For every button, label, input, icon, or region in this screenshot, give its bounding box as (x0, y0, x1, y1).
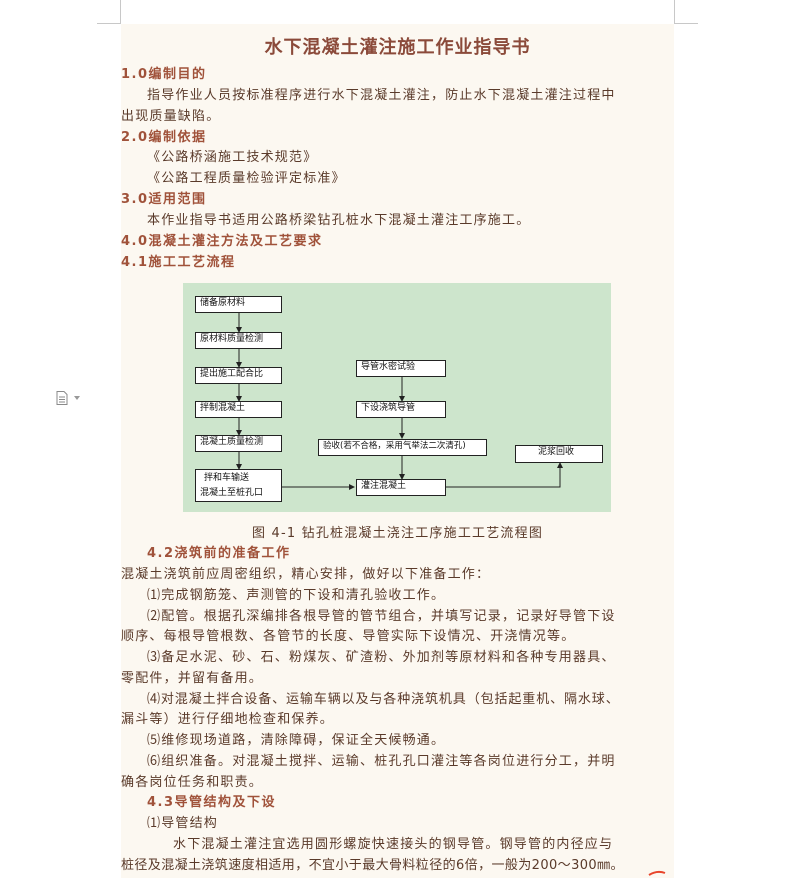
reference-item: 《公路桥涵施工技术规范》 (147, 150, 318, 165)
flow-box-install-tremie: 下设浇筑导管 (356, 401, 446, 418)
red-mark-icon (648, 870, 666, 876)
flow-box-concrete-inspection: 混凝土质量检测 (195, 435, 282, 452)
page-corner-mark-top-right-v (674, 0, 675, 24)
section-heading-4: 4.0混凝土灌注方法及工艺要求 (121, 234, 323, 249)
flow-box-watertight-test: 导管水密试验 (356, 360, 446, 377)
paragraph-line: 混凝土浇筑前应周密组织，精心安排，做好以下准备工作： (121, 567, 491, 582)
page-corner-mark-top-left-v (120, 0, 121, 24)
flow-box-transport: 拌和车输送 混凝土至桩孔口 (195, 469, 282, 502)
list-item-continuation: 零配件，并留有备用。 (121, 671, 264, 686)
flow-box-mix-concrete: 拌制混凝土 (195, 401, 282, 418)
flowchart-connectors (236, 313, 563, 490)
flow-box-transport-line1: 拌和车输送 (204, 473, 250, 483)
flow-box-mix-proportion: 提出施工配合比 (195, 367, 282, 384)
document-page: 水下混凝土灌注施工作业指导书 1.0编制目的 指导作业人员按标准程序进行水下混凝… (121, 24, 674, 878)
section-heading-2: 2.0编制依据 (121, 130, 207, 145)
page-corner-mark-top-right-h (674, 23, 698, 24)
document-outline-icon[interactable] (56, 391, 68, 405)
list-item: ⑴完成钢筋笼、声测管的下设和清孔验收工作。 (147, 588, 446, 603)
flow-box-store-materials: 储备原材料 (195, 296, 282, 313)
section-heading-4-2: 4.2浇筑前的准备工作 (147, 546, 291, 561)
list-item: ⑷对混凝土拌合设备、运输车辆以及与各种浇筑机具（包括起重机、隔水球、 (147, 692, 620, 707)
paragraph-line: 本作业指导书适用公路桥梁钻孔桩水下混凝土灌注工序施工。 (147, 213, 531, 228)
list-item: ⑵配管。根据孔深编排各根导管的管节组合，并填写记录，记录好导管下设 (147, 609, 616, 624)
flow-box-acceptance: 验收(若不合格，采用气举法二次清孔) (318, 439, 487, 456)
section-heading-1: 1.0编制目的 (121, 67, 207, 82)
paragraph-line: 指导作业人员按标准程序进行水下混凝土灌注，防止水下混凝土灌注过程中 (147, 88, 616, 103)
section-heading-4-1: 4.1施工工艺流程 (121, 255, 236, 270)
reference-item: 《公路工程质量检验评定标准》 (147, 171, 346, 186)
list-item: ⑸维修现场道路，清除障碍，保证全天候畅通。 (147, 733, 446, 748)
process-flowchart: 储备原材料 原材料质量检测 提出施工配合比 拌制混凝土 混凝土质量检测 拌和车输… (183, 283, 611, 512)
flow-arrow (445, 462, 563, 488)
page-corner-mark-top-left-h (97, 23, 121, 24)
list-item: ⑶备足水泥、砂、石、粉煤灰、矿渣粉、外加剂等原材料和各种专用器具、 (147, 650, 616, 665)
list-item-continuation: 漏斗等）进行仔细地检查和保养。 (121, 712, 335, 727)
list-item-continuation: 确各岗位任务和职责。 (121, 775, 264, 790)
figure-caption: 图 4-1 钻孔桩混凝土浇注工序施工工艺流程图 (251, 526, 544, 541)
paragraph-line: 桩径及混凝土浇筑速度相适用，不宜小于最大骨料粒径的6倍，一般为200～300㎜。 (121, 858, 624, 873)
list-item: ⑴导管结构 (147, 816, 219, 831)
document-title: 水下混凝土灌注施工作业指导书 (264, 37, 531, 58)
flow-box-pour-concrete: 灌注混凝土 (356, 479, 446, 496)
flow-box-slurry-recovery: 泥浆回收 (515, 445, 603, 463)
list-item-continuation: 顺序、每根导管根数、各管节的长度、导管实际下设情况、开浇情况等。 (121, 629, 576, 644)
paragraph-line: 出现质量缺陷。 (121, 109, 221, 124)
flow-box-material-inspection: 原材料质量检测 (195, 332, 282, 349)
paragraph-line: 水下混凝土灌注宜选用圆形螺旋快速接头的钢导管。钢导管的内径应与 (173, 837, 614, 852)
flow-box-transport-line2: 混凝土至桩孔口 (200, 488, 264, 498)
list-item: ⑹组织准备。对混凝土搅拌、运输、桩孔孔口灌注等各岗位进行分工，并明 (147, 754, 616, 769)
section-heading-4-3: 4.3导管结构及下设 (147, 795, 277, 810)
chevron-down-icon[interactable] (74, 396, 80, 400)
section-heading-3: 3.0适用范围 (121, 192, 207, 207)
